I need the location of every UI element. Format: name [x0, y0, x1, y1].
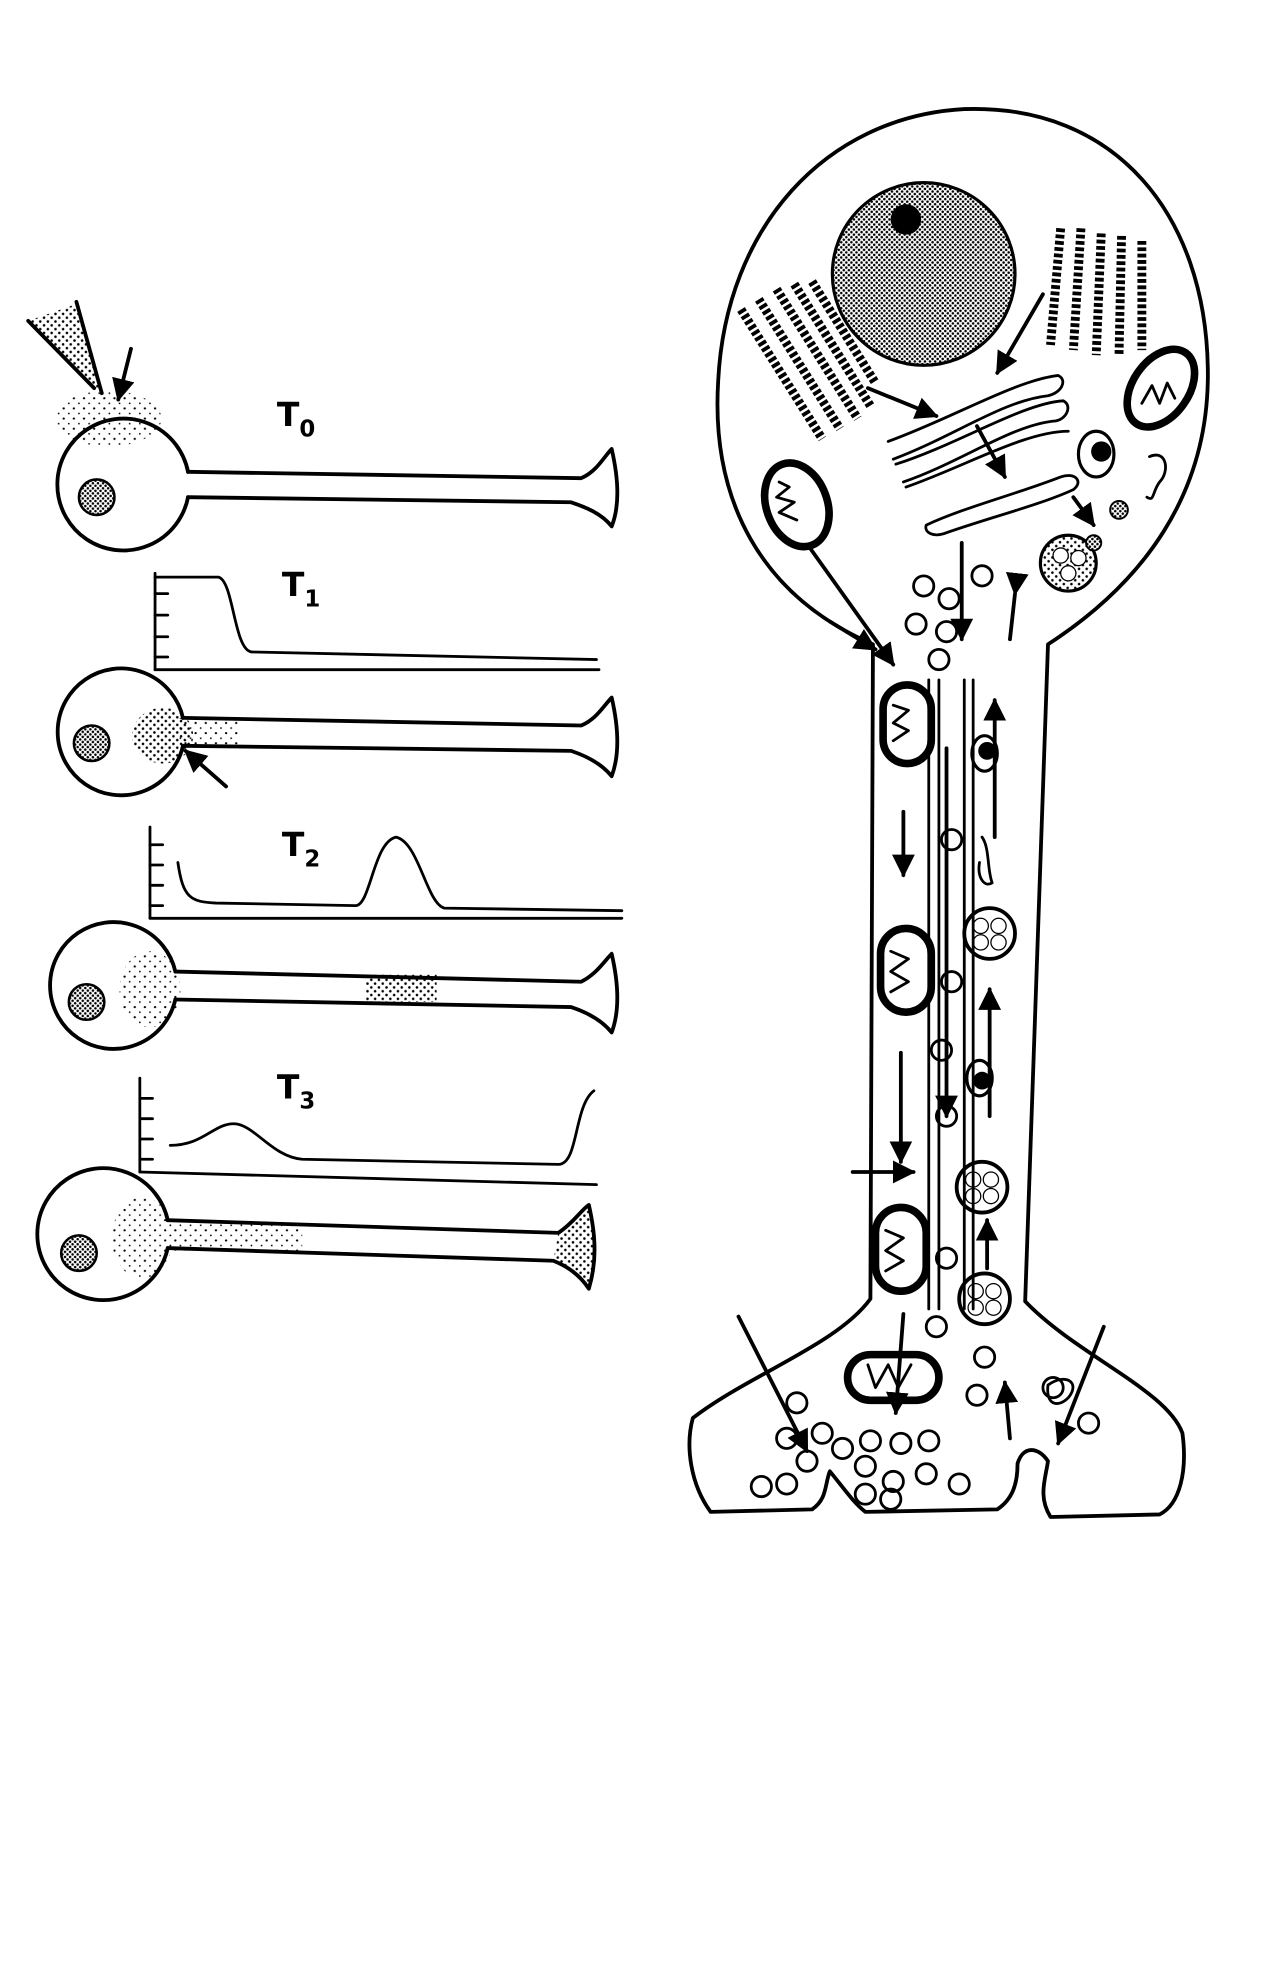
microtubules	[927, 678, 975, 1311]
endocytosis-arrow	[736, 1314, 809, 1454]
profile-curve	[153, 575, 598, 661]
mitochondrion	[871, 1203, 931, 1296]
mitochondrion	[760, 459, 833, 551]
label-t1: T1	[282, 565, 320, 612]
panel-t1: T1	[55, 565, 620, 798]
rough-er-right	[1046, 227, 1147, 356]
synaptic-vesicles	[749, 1376, 1101, 1511]
neuron-t0	[55, 416, 620, 553]
rough-er-left	[737, 279, 880, 442]
multivesicular-body	[954, 1159, 1010, 1215]
panel-t2: T2	[48, 825, 624, 1051]
endocytosis-arrow	[1054, 1324, 1106, 1446]
profile-curve	[176, 835, 624, 913]
transport-arrows	[850, 697, 1019, 1441]
mitochondrion	[1123, 345, 1199, 431]
mitochondrion	[876, 924, 936, 1016]
multivesicular-body	[962, 906, 1017, 961]
golgi-apparatus	[886, 374, 1080, 537]
arrow-t1	[183, 748, 228, 789]
neuron-t1	[55, 666, 620, 798]
neuron-t3	[35, 1166, 597, 1302]
neuron-t2	[48, 920, 620, 1051]
injection-arrow	[112, 346, 135, 402]
neuron-detail	[687, 107, 1210, 1519]
panel-t0: T0	[26, 299, 620, 553]
multivesicular-body	[957, 1271, 1012, 1327]
multivesicular-body	[1038, 533, 1098, 593]
mitochondrion	[843, 1350, 943, 1405]
panel-t3: T3	[35, 1067, 598, 1302]
graph-t2	[148, 825, 624, 920]
nucleus	[830, 181, 1017, 367]
nucleolus	[890, 204, 922, 235]
label-t2: T2	[282, 825, 320, 872]
neuron-outline	[687, 107, 1210, 1519]
graph-t3	[138, 1076, 598, 1187]
nucleus	[77, 478, 116, 517]
label-t3: T3	[277, 1067, 315, 1114]
mitochondrion	[879, 681, 936, 768]
label-t0: T0	[277, 395, 315, 442]
micropipette	[26, 299, 104, 396]
graph-t1	[153, 571, 601, 672]
profile-curve	[168, 1089, 596, 1166]
